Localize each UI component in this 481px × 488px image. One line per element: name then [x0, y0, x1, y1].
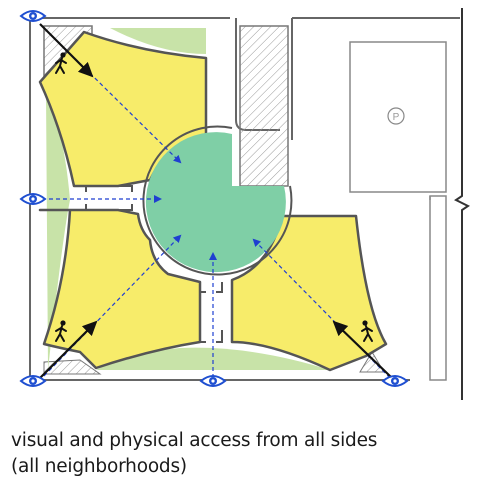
parking-lot [349, 41, 447, 381]
gates [74, 185, 223, 343]
pedestrian-arrows [39, 23, 393, 379]
pedestrian-icon [55, 52, 67, 74]
eye-icon [199, 375, 227, 387]
park-edge [142, 125, 293, 276]
eye-icon [19, 375, 47, 387]
sightlines [39, 23, 391, 379]
caption-line-1: visual and physical access from all side… [11, 430, 378, 451]
break-line [454, 8, 470, 400]
caption-line-2: (all neighborhoods) [11, 456, 187, 477]
pedestrian-icon [55, 320, 67, 342]
parking-icon: P [387, 107, 405, 125]
site-plan-diagram: P [19, 8, 470, 400]
eye-icon [19, 10, 47, 22]
parking-label: P [393, 112, 400, 123]
lawn-areas [46, 28, 330, 370]
pedestrian-icon [361, 320, 373, 342]
eye-icon [381, 375, 409, 387]
eye-icon [19, 193, 47, 205]
